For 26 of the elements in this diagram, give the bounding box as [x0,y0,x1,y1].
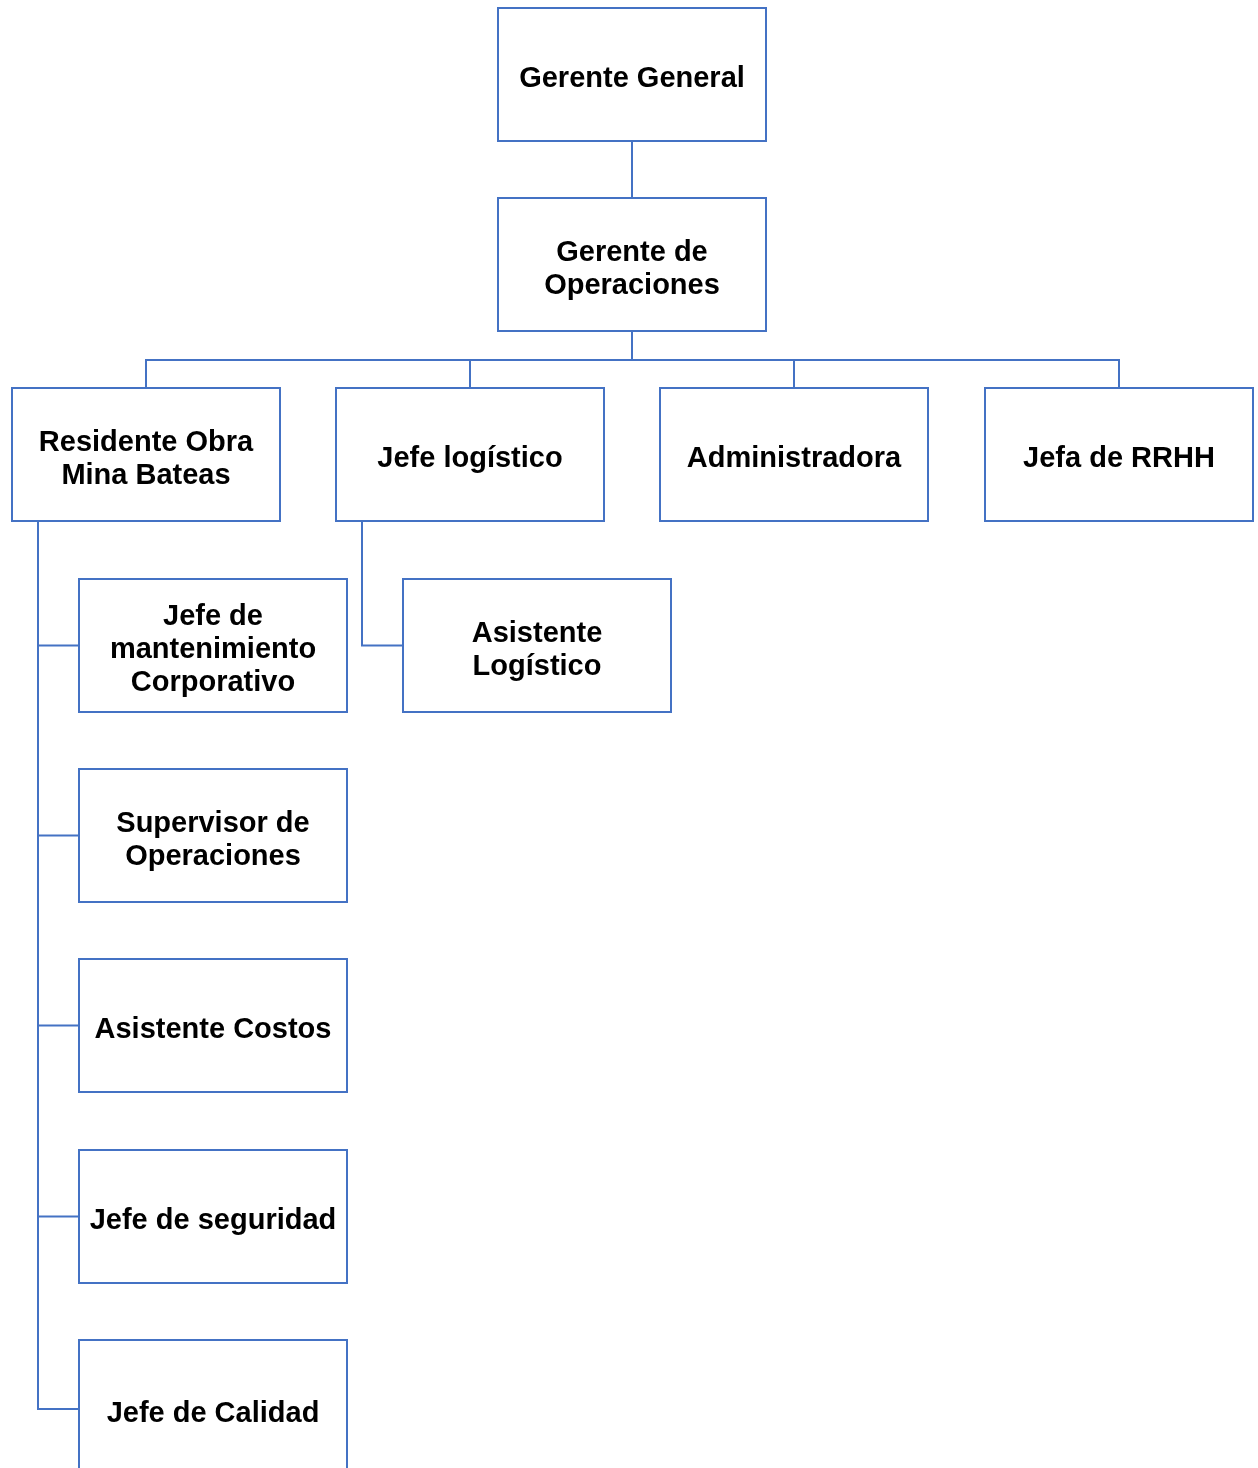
role-box [11,387,281,522]
role-box [984,387,1254,522]
role-title: Jefe de mantenimiento Corporativo [108,599,318,698]
role-box [78,1149,348,1284]
role-title: Administradora [686,441,902,474]
role-box [497,197,767,332]
role-title: Supervisor de Operaciones [115,805,311,872]
role-title: Jefe logístico [377,441,563,474]
role-title: Asistente Logístico [470,615,604,682]
role-title: Jefe de seguridad [89,1203,337,1236]
role-title: Gerente General [519,61,745,94]
role-box [335,387,605,522]
role-title: Asistente Costos [94,1012,332,1045]
role-box [78,578,348,713]
role-title: Jefe de Calidad [106,1395,320,1429]
role-title: Residente Obra Mina Bateas [37,424,255,491]
role-box [497,7,767,142]
role-box [402,578,672,713]
role-box [78,958,348,1093]
role-title: Gerente de Operaciones [543,234,721,301]
connector-line [631,141,633,198]
role-box [78,1339,348,1468]
role-title: Jefa de RRHH [1023,441,1215,474]
connector-line [361,521,403,647]
role-box [659,387,929,522]
role-box [78,768,348,903]
